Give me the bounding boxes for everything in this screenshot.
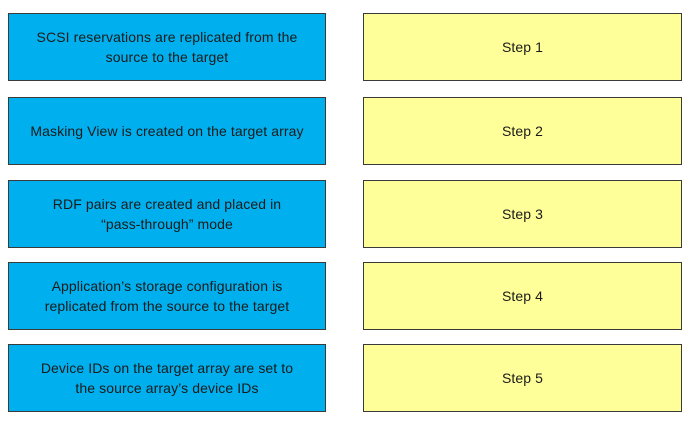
step-label: Step 4 [501, 288, 544, 304]
step-label: Step 5 [501, 370, 544, 386]
action-text: Masking View is created on the target ar… [30, 121, 303, 141]
step-drop-target-5[interactable]: Step 5 [363, 344, 682, 412]
action-box-scsi-reservations[interactable]: SCSI reservations are replicated from th… [8, 13, 326, 81]
step-drop-target-2[interactable]: Step 2 [363, 97, 682, 165]
action-text-line: RDF pairs are created and placed in [52, 196, 282, 212]
action-text-line: Device IDs on the target array are set t… [40, 360, 294, 376]
action-text-line: “pass-through” mode [101, 216, 233, 232]
step-drop-target-4[interactable]: Step 4 [363, 262, 682, 330]
action-text-line: replicated from the source to the target [44, 298, 290, 314]
action-text-line: Application’s storage configuration is [51, 278, 283, 294]
action-box-device-ids[interactable]: Device IDs on the target array are set t… [8, 344, 326, 412]
step-drop-target-3[interactable]: Step 3 [363, 180, 682, 248]
action-text-line: source to the target [105, 49, 229, 65]
step-label: Step 1 [501, 39, 544, 55]
action-text: RDF pairs are created and placed in “pas… [53, 194, 281, 234]
action-text: Application’s storage configuration is r… [45, 276, 289, 316]
action-text: SCSI reservations are replicated from th… [37, 27, 298, 67]
action-box-rdf-pairs[interactable]: RDF pairs are created and placed in “pas… [8, 180, 326, 248]
action-text-line: the source array’s device IDs [75, 380, 259, 396]
step-drop-target-1[interactable]: Step 1 [363, 13, 682, 81]
action-text-line: SCSI reservations are replicated from th… [36, 29, 298, 45]
action-box-masking-view[interactable]: Masking View is created on the target ar… [8, 97, 326, 165]
action-text: Device IDs on the target array are set t… [41, 358, 293, 398]
step-label: Step 3 [501, 206, 544, 222]
action-text-line: Masking View is created on the target ar… [30, 123, 304, 139]
action-box-application-storage-config[interactable]: Application’s storage configuration is r… [8, 262, 326, 330]
step-label: Step 2 [501, 123, 544, 139]
